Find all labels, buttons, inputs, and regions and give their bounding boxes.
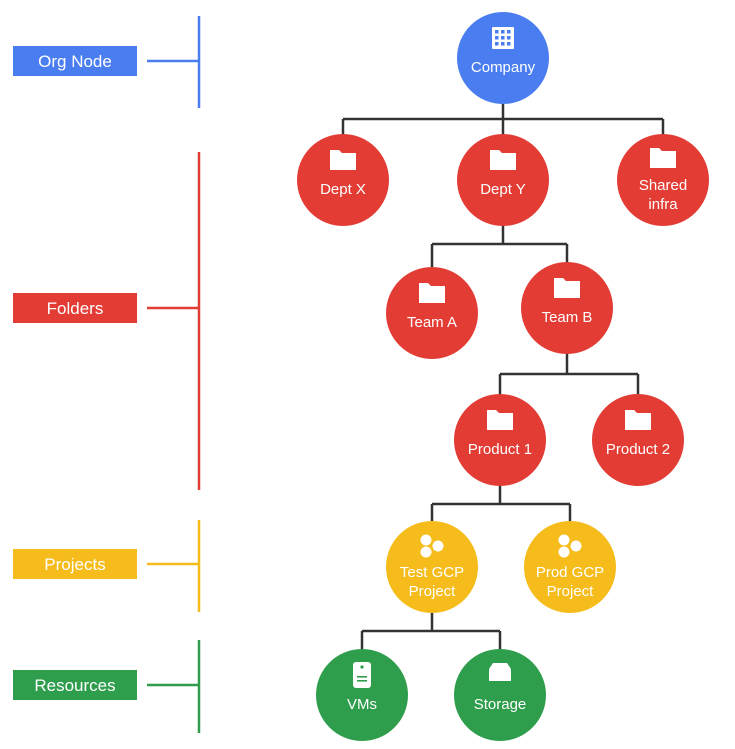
node-team-a: Team A [386,267,478,359]
node-label: Product 1 [468,441,532,458]
level-label-text: Resources [34,676,115,695]
level-label-box [13,293,137,323]
node-label: Prod GCP [536,564,604,581]
level-label-text: Folders [47,299,104,318]
node-circle [457,134,549,226]
node-team-b: Team B [521,262,613,354]
node-circle [386,521,478,613]
node-circle [617,134,709,226]
vm-icon [353,662,371,688]
node-dept-x: Dept X [297,134,389,226]
node-label: Dept Y [480,181,526,198]
node-label: Project [409,583,457,600]
connectors [341,102,665,655]
folder-icon [487,410,513,430]
level-label-resources: Resources [13,640,201,733]
node-circle [524,521,616,613]
level-label-box [13,46,137,76]
node-label: Dept X [320,181,366,198]
folder-icon [554,278,580,298]
node-label: Storage [474,696,527,713]
node-circle [316,649,408,741]
folder-icon [330,150,356,170]
node-storage: Storage [454,649,546,741]
node-product-2: Product 2 [592,394,684,486]
level-label-projects: Projects [13,520,201,612]
level-label-folders: Folders [13,152,201,490]
node-label: Team B [542,309,593,326]
level-label-text: Projects [44,555,105,574]
level-label-box [13,549,137,579]
folder-icon [625,410,651,430]
node-shared-infra: Shared infra [617,134,709,226]
level-label-org: Org Node [13,16,201,108]
folder-icon [490,150,516,170]
storage-icon [489,663,511,681]
node-label: Test GCP [400,564,464,581]
node-label: Shared [639,177,687,194]
node-circle [454,394,546,486]
building-icon [492,27,514,49]
folder-icon [419,283,445,303]
node-dept-y: Dept Y [457,134,549,226]
node-label: Project [547,583,595,600]
node-label: infra [648,196,678,213]
node-company: Company [457,12,549,104]
node-prod-gcp: Prod GCP Project [524,521,616,613]
node-test-gcp: Test GCP Project [386,521,478,613]
node-vms: VMs [316,649,408,741]
node-label: Team A [407,314,457,331]
node-label: Product 2 [606,441,670,458]
level-label-text: Org Node [38,52,112,71]
node-circle [457,12,549,104]
node-label: VMs [347,696,377,713]
node-circle [521,262,613,354]
node-label: Company [471,59,536,76]
node-product-1: Product 1 [454,394,546,486]
node-circle [386,267,478,359]
node-circle [297,134,389,226]
folder-icon [650,148,676,168]
project-hex-icon [420,534,444,558]
node-circle [454,649,546,741]
level-label-box [13,670,137,700]
node-circle [592,394,684,486]
project-hex-icon [558,534,582,558]
